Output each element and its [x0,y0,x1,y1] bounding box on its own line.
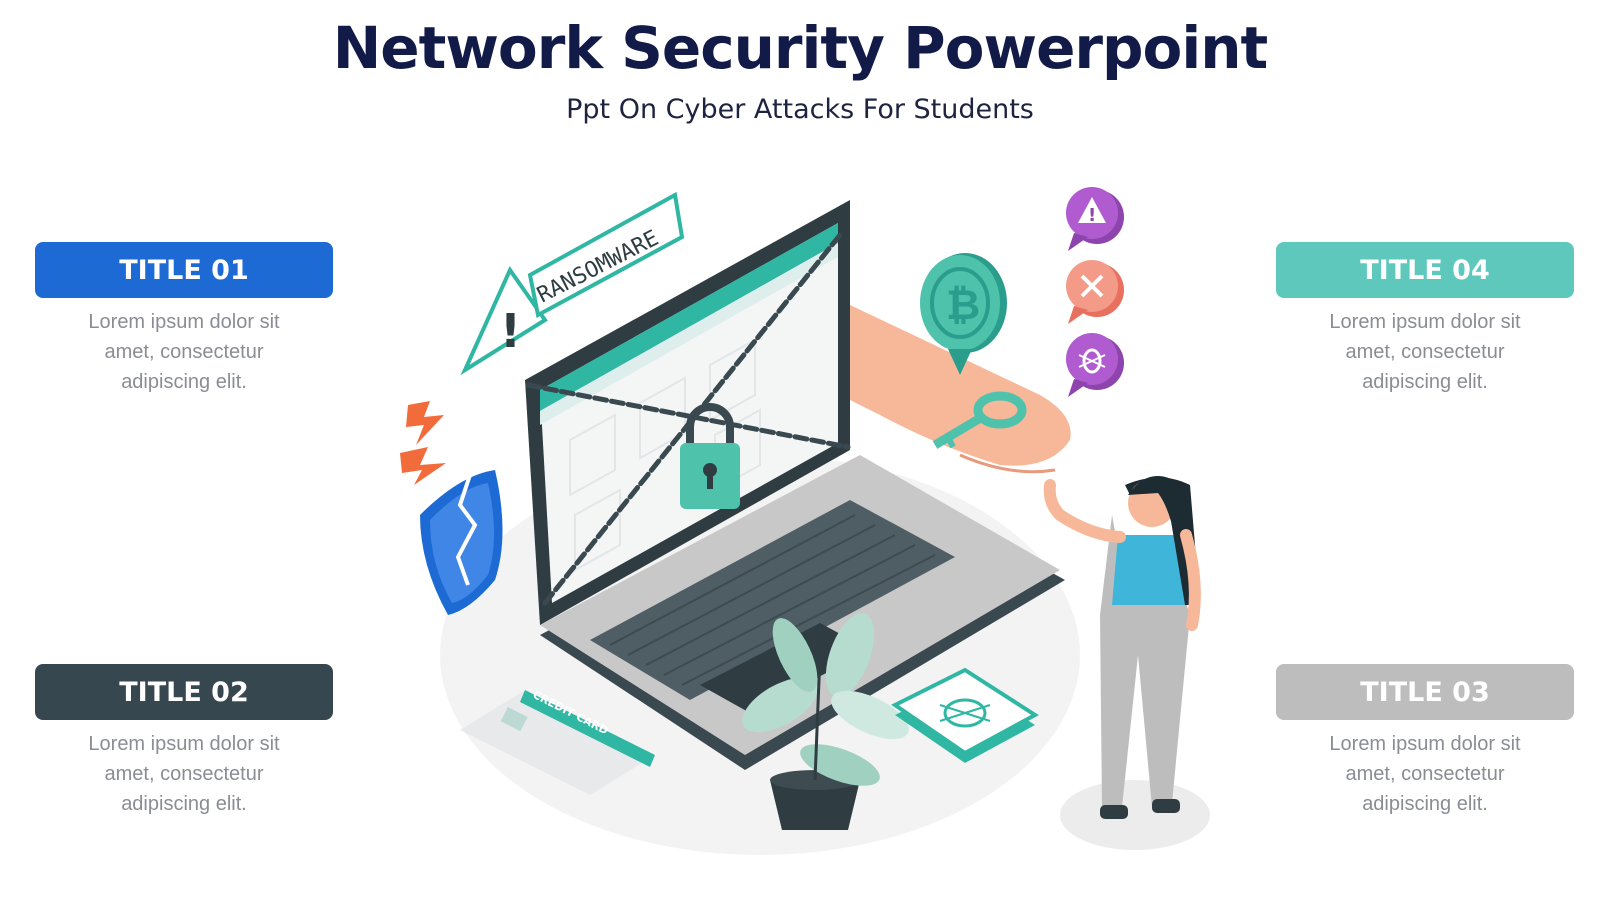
keyboard-keys [609,514,936,686]
card-text-01: Lorem ipsum dolor sit amet, consectetur … [88,311,280,393]
warning-sign-icon: ! [460,265,548,376]
laptop-screen [525,200,850,625]
bitcoin-coin-icon: ₿ [920,253,1007,375]
cyber-attack-illustration: ! RANSOMWARE ₿ ! [400,187,1210,855]
woman-figure [1043,476,1201,819]
laptop-base [540,455,1065,770]
error-bubble-icon [1066,260,1124,324]
svg-text:!: ! [1088,205,1096,226]
info-card-04: TITLE 04 Lorem ipsum dolor sit amet, con… [1276,242,1574,397]
padlock-icon [680,403,740,509]
lightning-icon [400,401,446,485]
info-card-03: TITLE 03 Lorem ipsum dolor sit amet, con… [1276,664,1574,819]
bug-bubble-icon [1066,333,1124,397]
title-badge-03: TITLE 03 [1276,664,1574,720]
broken-shield-icon [420,470,503,615]
card-text-03: Lorem ipsum dolor sit amet, consectetur … [1329,733,1521,815]
card-text-04: Lorem ipsum dolor sit amet, consectetur … [1329,311,1521,393]
figure-shadow [1060,780,1210,850]
title-badge-04: TITLE 04 [1276,242,1574,298]
title-badge-01: TITLE 01 [35,242,333,298]
bug-chip-icon [891,667,1039,763]
info-card-02: TITLE 02 Lorem ipsum dolor sit amet, con… [35,664,333,819]
plant-icon [742,613,909,830]
ransomware-sign: RANSOMWARE [527,191,685,319]
page-title: Network Security Powerpoint [332,14,1269,82]
svg-text:₿: ₿ [946,280,980,329]
svg-text:!: ! [500,304,521,358]
info-card-01: TITLE 01 Lorem ipsum dolor sit amet, con… [35,242,333,397]
title-badge-02: TITLE 02 [35,664,333,720]
alert-bubble-icon: ! [1066,187,1124,251]
key-icon [932,391,1027,449]
card-text-02: Lorem ipsum dolor sit amet, consectetur … [88,733,280,815]
page-subtitle: Ppt On Cyber Attacks For Students [566,94,1034,125]
hand [850,305,1071,474]
